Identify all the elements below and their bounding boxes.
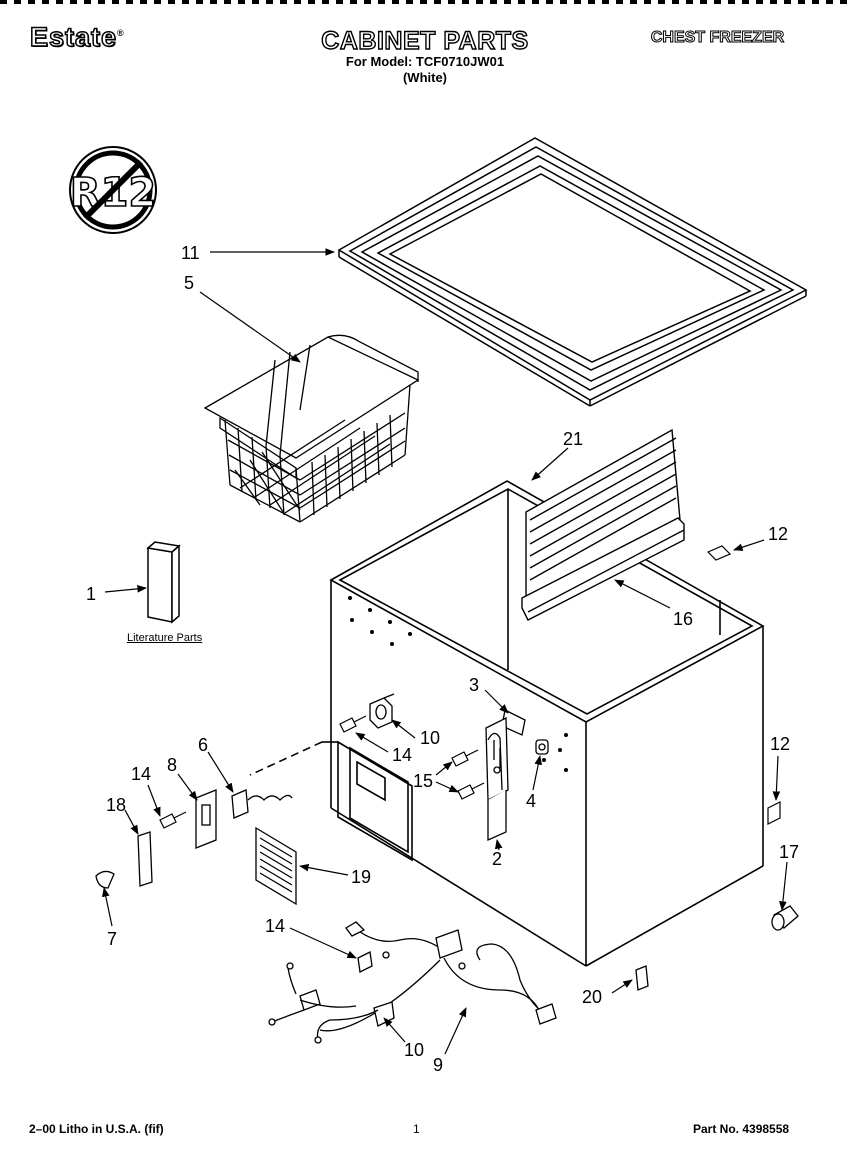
mounting-holes [348,596,568,772]
callout-14-lower: 14 [265,916,286,936]
callout-12-right: 12 [770,734,791,754]
product-type: CHEST FREEZER [650,29,785,47]
brand-logo: Estate® [29,21,125,53]
callout-18: 18 [106,795,127,815]
callout-6: 6 [198,735,209,755]
callout-11: 11 [181,243,200,263]
callout-1: 1 [86,584,97,604]
screws [159,715,485,829]
side-label [767,801,781,825]
footer-part-number: Part No. 4398558 [693,1122,790,1136]
leader-lines [102,248,788,1055]
callout-2: 2 [492,849,503,869]
clamp-10-upper [369,693,395,729]
drain-plug [771,905,799,931]
top-dash-border [0,0,848,4]
thermostat-bracket [195,789,217,849]
callout-20: 20 [582,987,603,1007]
warning-label [706,545,732,561]
model-number: For Model: TCF0710JW01 [345,54,505,69]
callout-14-left: 14 [131,764,152,784]
callout-10-upper: 10 [420,728,441,748]
literature-parts-label: Literature Parts [127,632,203,644]
no-r12-refrigerant-icon: R12 [69,146,157,234]
callout-8: 8 [167,755,178,775]
color-variant: (White) [402,70,448,85]
vent-grille [255,826,297,906]
storage-basket [203,334,420,523]
wiring-harness [268,921,557,1044]
callout-15: 15 [413,771,434,791]
clip-part-20 [635,965,649,991]
callout-19: 19 [351,867,372,887]
temperature-strip [137,831,153,887]
lid-gasket [337,137,808,407]
callout-4: 4 [526,791,537,811]
callout-3: 3 [469,675,480,695]
thermostat-knob-4 [535,739,549,755]
callout-21: 21 [563,429,584,449]
callout-14-upper: 14 [392,745,413,765]
literature-booklet [146,541,181,624]
callout-17: 17 [779,842,800,862]
callout-5: 5 [184,273,195,293]
divider-panel [521,428,685,621]
capillary-part-6 [231,789,293,819]
footer-print-info: 2–00 Litho in U.S.A. (fif) [29,1122,164,1136]
callout-12-upper: 12 [768,524,789,544]
callout-10-lower: 10 [404,1040,425,1060]
badge-text: R12 [70,170,156,216]
page-title: CABINET PARTS [321,26,529,55]
control-knob [95,870,115,889]
hinge-assembly [485,709,526,842]
callout-7: 7 [107,929,118,949]
footer-page-number: 1 [413,1122,420,1136]
callout-9: 9 [433,1055,444,1075]
callout-16: 16 [673,609,694,629]
